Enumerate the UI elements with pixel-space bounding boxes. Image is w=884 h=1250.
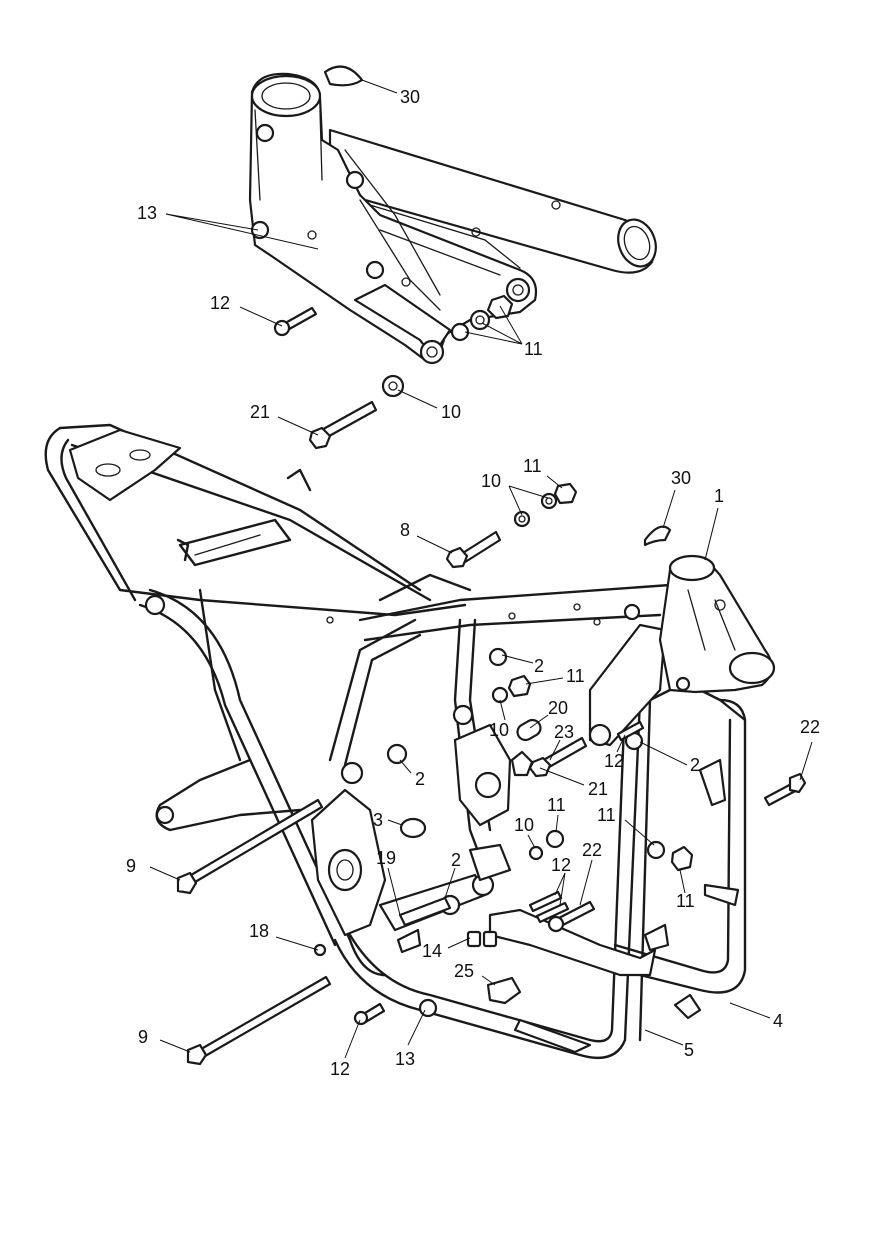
callout-11: 11 [566, 666, 585, 686]
callout-21: 21 [588, 779, 608, 799]
callout-12: 12 [604, 751, 624, 771]
callout-11: 11 [597, 805, 616, 825]
upper-fasteners [273, 294, 514, 450]
callout-2: 2 [415, 769, 425, 789]
callout-25: 25 [454, 961, 474, 981]
callout-30: 30 [400, 87, 420, 107]
callout-20: 20 [548, 698, 568, 718]
callout-11: 11 [524, 339, 543, 359]
callout-10: 10 [441, 402, 461, 422]
headstock-spine-assembly [248, 65, 657, 365]
callout-10: 10 [489, 720, 509, 740]
callout-22: 22 [582, 840, 602, 860]
callout-13: 13 [395, 1049, 415, 1069]
callout-22: 22 [800, 717, 820, 737]
callout-2: 2 [690, 755, 700, 775]
callout-labels: 30 13 12 11 10 21 10 11 30 1 8 2 11 20 1… [126, 87, 820, 1079]
callout-11: 11 [523, 456, 542, 476]
callout-9: 9 [138, 1027, 148, 1047]
callout-11: 11 [676, 891, 695, 911]
callout-5: 5 [684, 1040, 694, 1060]
callout-10: 10 [481, 471, 501, 491]
leader-lines [149, 79, 813, 1059]
loose-parts [176, 482, 807, 1066]
callout-13: 13 [137, 203, 157, 223]
callout-11: 11 [547, 795, 566, 815]
callout-2: 2 [534, 656, 544, 676]
callout-14: 14 [422, 941, 442, 961]
callout-3: 3 [373, 810, 383, 830]
callout-12: 12 [551, 855, 571, 875]
main-frame [44, 423, 776, 1060]
callout-1: 1 [714, 486, 724, 506]
callout-2: 2 [451, 850, 461, 870]
callout-9: 9 [126, 856, 136, 876]
callout-12: 12 [330, 1059, 350, 1079]
callout-10: 10 [514, 815, 534, 835]
callout-8: 8 [400, 520, 410, 540]
callout-30: 30 [671, 468, 691, 488]
callout-18: 18 [249, 921, 269, 941]
callout-19: 19 [376, 848, 396, 868]
callout-21: 21 [250, 402, 270, 422]
callout-23: 23 [554, 722, 574, 742]
callout-4: 4 [773, 1011, 783, 1031]
callout-12: 12 [210, 293, 230, 313]
